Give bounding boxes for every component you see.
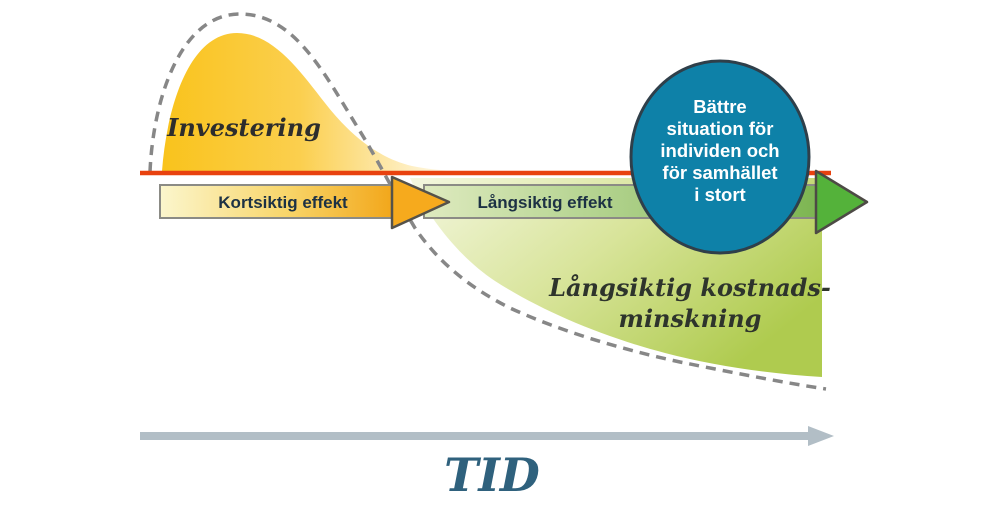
investment-label: Investering (166, 113, 321, 142)
outcome-circle-line5: i stort (694, 184, 745, 205)
investment-area (162, 33, 468, 171)
outcome-circle-line2: situation för (667, 118, 774, 139)
outcome-circle-line3: individen och (660, 140, 779, 161)
cost-reduction-label-line2: minskning (619, 304, 762, 333)
long-term-label: Långsiktig effekt (477, 193, 612, 212)
time-axis-arrow (140, 426, 834, 446)
long-term-arrowhead (814, 169, 869, 235)
outcome-circle-line4: för samhället (662, 162, 777, 183)
outcome-circle (629, 59, 811, 255)
time-axis-label: TID (444, 448, 540, 502)
short-term-label: Kortsiktig effekt (218, 193, 348, 212)
short-term-arrowhead (390, 175, 451, 230)
outcome-circle-line1: Bättre (693, 96, 746, 117)
dashed-curve (148, 12, 827, 391)
cost-reduction-label-line1: Långsiktig kostnads- (548, 273, 831, 302)
